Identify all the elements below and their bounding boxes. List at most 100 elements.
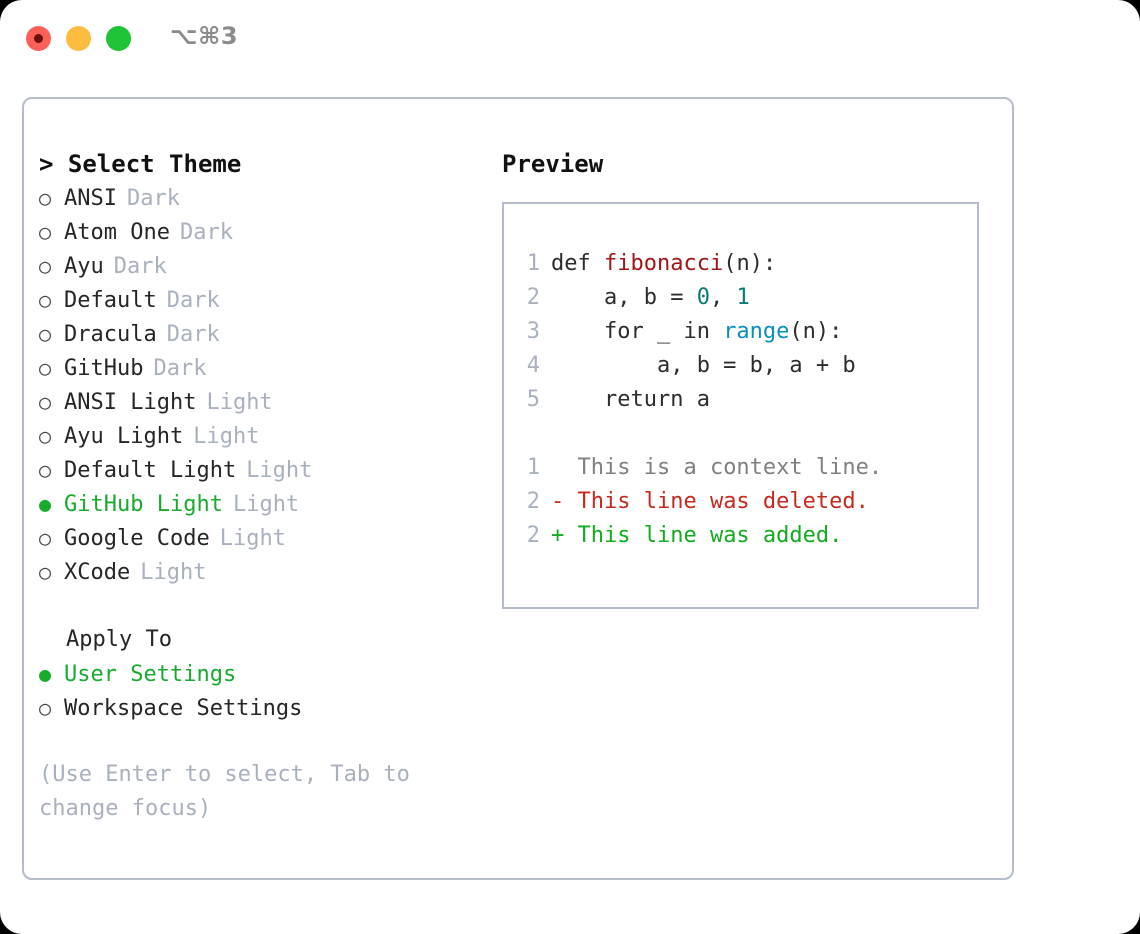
theme-variant: Dark: [166, 288, 220, 313]
theme-variant: Dark: [153, 356, 207, 381]
theme-variant: Dark: [179, 220, 233, 245]
theme-variant: Dark: [113, 254, 167, 279]
theme-label: Default: [64, 288, 157, 313]
theme-label: GitHub Light: [64, 492, 223, 517]
radio-icon: ○: [39, 560, 52, 584]
radio-icon: ○: [39, 424, 52, 448]
code-line: 5 return a: [518, 383, 971, 417]
radio-icon: ○: [39, 458, 52, 482]
code-sample: 1 def fibonacci (n): 2 a, b = 0 , 1 3: [518, 247, 971, 553]
theme-row[interactable]: ○ Ayu Dark: [39, 249, 479, 283]
code-token: a, b = b, a + b: [551, 353, 856, 378]
apply-to-label: User Settings: [64, 662, 237, 687]
diff-text: This line was deleted.: [564, 489, 869, 514]
theme-row[interactable]: ○ Google Code Light: [39, 521, 479, 555]
code-line: 4 a, b = b, a + b: [518, 349, 971, 383]
preview-box: 1 def fibonacci (n): 2 a, b = 0 , 1 3: [502, 202, 979, 609]
radio-icon: ○: [39, 322, 52, 346]
traffic-light-group: [26, 26, 131, 51]
preview-header: Preview: [502, 150, 604, 178]
theme-label: XCode: [64, 560, 131, 585]
theme-label: Default Light: [64, 458, 237, 483]
line-number: 1: [526, 251, 540, 276]
select-theme-header: > Select Theme: [39, 150, 242, 178]
radio-icon: ○: [39, 254, 52, 278]
diff-text: This line was added.: [564, 523, 843, 548]
diff-line-deleted: 2 - This line was deleted.: [518, 485, 971, 519]
code-token: a, b =: [551, 285, 697, 310]
theme-row[interactable]: ○ ANSI Light Light: [39, 385, 479, 419]
list-spacer: [39, 589, 479, 623]
theme-row[interactable]: ○ Default Dark: [39, 283, 479, 317]
theme-label: ANSI: [64, 186, 117, 211]
theme-row[interactable]: ○ GitHub Dark: [39, 351, 479, 385]
theme-selector-column: > Select Theme ○ ANSI Dark ○ Atom One Da…: [39, 147, 479, 826]
radio-icon: ○: [39, 356, 52, 380]
theme-variant: Light: [206, 390, 273, 415]
code-token: (n):: [723, 251, 777, 276]
code-token-function: fibonacci: [603, 251, 724, 276]
theme-row[interactable]: ○ XCode Light: [39, 555, 479, 589]
code-token-builtin: range: [723, 319, 790, 344]
minimize-window-button[interactable]: [66, 26, 91, 51]
theme-row[interactable]: ○ Default Light Light: [39, 453, 479, 487]
code-line: 1 def fibonacci (n):: [518, 247, 971, 281]
radio-icon: ○: [39, 526, 52, 550]
diff-marker: +: [551, 523, 565, 548]
line-number: 2: [526, 489, 540, 514]
theme-label: ANSI Light: [64, 390, 197, 415]
theme-label: Dracula: [64, 322, 157, 347]
diff-line-added: 2 + This line was added.: [518, 519, 971, 553]
line-number: 5: [526, 387, 540, 412]
main-card: > Select Theme ○ ANSI Dark ○ Atom One Da…: [22, 97, 1014, 880]
theme-row[interactable]: ○ Dracula Dark: [39, 317, 479, 351]
theme-label: Ayu: [64, 254, 104, 279]
radio-icon: ○: [39, 288, 52, 312]
keyboard-hint: (Use Enter to select, Tab to change focu…: [39, 762, 410, 821]
radio-selected-icon: ●: [39, 492, 52, 516]
close-window-button[interactable]: [26, 26, 51, 51]
window-title: ⌥⌘3: [170, 22, 239, 50]
code-token: return a: [551, 387, 710, 412]
line-number: 3: [526, 319, 540, 344]
apply-to-row-workspace-settings[interactable]: ○ Workspace Settings: [39, 691, 479, 725]
radio-icon: ○: [39, 186, 52, 210]
theme-variant: Light: [232, 492, 300, 517]
line-number: 1: [526, 455, 540, 480]
theme-label: Google Code: [64, 526, 210, 551]
theme-variant: Light: [193, 424, 260, 449]
radio-icon: ○: [39, 390, 52, 414]
code-token: ,: [709, 285, 737, 310]
line-number: 2: [526, 523, 540, 548]
hint-spacer: [39, 725, 479, 758]
theme-variant: Light: [219, 526, 286, 551]
diff-line-context: 1 This is a context line.: [518, 451, 971, 485]
theme-label: Ayu Light: [64, 424, 184, 449]
code-token: (n):: [789, 319, 843, 344]
theme-row[interactable]: ○ Atom One Dark: [39, 215, 479, 249]
theme-variant: Dark: [166, 322, 220, 347]
code-token-number: 0: [696, 285, 710, 310]
theme-variant: Dark: [126, 186, 180, 211]
diff-marker: -: [551, 489, 565, 514]
radio-icon: ○: [39, 220, 52, 244]
radio-selected-icon: ●: [39, 662, 52, 686]
title-bar: ⌥⌘3: [0, 0, 1140, 80]
maximize-window-button[interactable]: [106, 26, 131, 51]
theme-row[interactable]: ○ ANSI Dark: [39, 181, 479, 215]
diff-marker: [551, 451, 564, 485]
line-number: 4: [526, 353, 540, 378]
code-line: 3 for _ in range (n):: [518, 315, 971, 349]
theme-variant: Light: [140, 560, 207, 585]
apply-to-header: Apply To: [66, 627, 172, 652]
theme-row[interactable]: ○ Ayu Light Light: [39, 419, 479, 453]
code-token: def: [551, 251, 604, 276]
apply-to-row-user-settings[interactable]: ● User Settings: [39, 657, 479, 691]
theme-variant: Light: [246, 458, 313, 483]
line-number: 2: [526, 285, 540, 310]
theme-row-selected[interactable]: ● GitHub Light Light: [39, 487, 479, 521]
diff-text: This is a context line.: [564, 455, 883, 480]
radio-icon: ○: [39, 696, 52, 720]
theme-label: Atom One: [64, 220, 170, 245]
